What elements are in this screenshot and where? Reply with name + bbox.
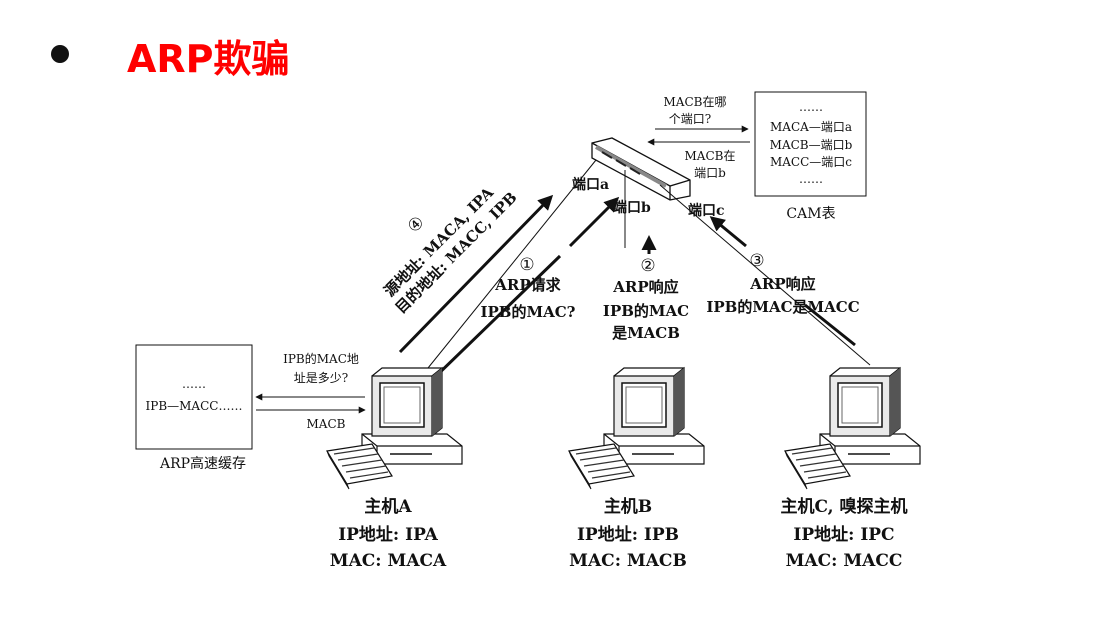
host-a-computer-icon bbox=[326, 367, 463, 490]
cable-a bbox=[427, 159, 597, 369]
cam-row: MACA—端口a bbox=[770, 120, 852, 134]
slide-title: ARP欺骗 bbox=[127, 37, 290, 81]
host-a-label: 主机A IP地址: IPA MAC: MACA bbox=[330, 496, 447, 571]
step3-line: IPB的MAC是MACC bbox=[706, 298, 859, 316]
cam-row: MACB—端口b bbox=[770, 138, 853, 152]
port-c-label: 端口c bbox=[688, 202, 725, 219]
step4-number: ④ bbox=[404, 212, 429, 237]
step1-number: ① bbox=[519, 255, 534, 275]
host-c-mac: MAC: MACC bbox=[786, 551, 903, 571]
cam-table: …… MACA—端口a MACB—端口b MACC—端口c …… bbox=[770, 100, 853, 186]
cam-answer-line: MACB在 bbox=[685, 149, 736, 163]
cable-c bbox=[659, 184, 871, 366]
cam-row: …… bbox=[799, 100, 823, 114]
arp-answer-label: MACB bbox=[307, 417, 346, 431]
step3-tail bbox=[804, 303, 856, 347]
host-c-name: 主机C, 嗅探主机 bbox=[780, 496, 907, 517]
step1-line: ARP请求 bbox=[494, 276, 561, 294]
step3-line: ARP响应 bbox=[749, 275, 815, 293]
host-b-computer-icon bbox=[568, 367, 705, 490]
arp-cache-row: IPB—MACC…… bbox=[146, 399, 243, 413]
cam-table-box bbox=[754, 91, 867, 197]
step3-arrow bbox=[709, 216, 747, 248]
step4-line: 目的地址: MACC, IPB bbox=[392, 188, 521, 317]
host-c-label: 主机C, 嗅探主机 IP地址: IPC MAC: MACC bbox=[780, 496, 907, 571]
step2-line: IPB的MAC bbox=[603, 302, 689, 320]
cam-row: MACC—端口c bbox=[770, 155, 852, 169]
arp-cache-box bbox=[135, 344, 253, 450]
step2-line: ARP响应 bbox=[612, 278, 678, 296]
host-c-computer-icon bbox=[784, 367, 921, 490]
step4-arrow bbox=[398, 194, 554, 354]
host-a-mac: MAC: MACA bbox=[330, 551, 447, 571]
arp-cache-row: …… bbox=[182, 377, 206, 391]
cam-row: …… bbox=[799, 172, 823, 186]
host-a-ip: IP地址: IPA bbox=[338, 524, 438, 545]
title-bullet bbox=[51, 45, 69, 63]
cam-answer-line: 端口b bbox=[694, 166, 726, 180]
host-b-name: 主机B bbox=[604, 496, 652, 517]
host-b-ip: IP地址: IPB bbox=[577, 524, 679, 545]
host-b-mac: MAC: MACB bbox=[569, 551, 687, 571]
host-b-label: 主机B IP地址: IPB MAC: MACB bbox=[569, 496, 687, 571]
step1-line: IPB的MAC? bbox=[481, 303, 576, 321]
cam-question-line: 个端口? bbox=[669, 112, 711, 126]
step3-number: ③ bbox=[749, 251, 764, 271]
arp-question-line: IPB的MAC地 bbox=[283, 351, 359, 366]
step1-arrow bbox=[568, 196, 620, 248]
step2-line: 是MACB bbox=[611, 324, 680, 342]
port-a-label: 端口a bbox=[572, 176, 609, 193]
host-c-ip: IP地址: IPC bbox=[793, 524, 894, 545]
cam-question-line: MACB在哪 bbox=[664, 95, 727, 109]
cam-table-caption: CAM表 bbox=[786, 206, 835, 222]
step2-number: ② bbox=[640, 256, 655, 276]
port-b-label: 端口b bbox=[613, 199, 651, 216]
arp-cache-caption: ARP高速缓存 bbox=[159, 455, 246, 472]
arp-question-line: 址是多少? bbox=[294, 371, 348, 385]
switch-icon bbox=[591, 137, 691, 201]
host-a-name: 主机A bbox=[364, 496, 412, 517]
step1-tail bbox=[429, 254, 562, 383]
